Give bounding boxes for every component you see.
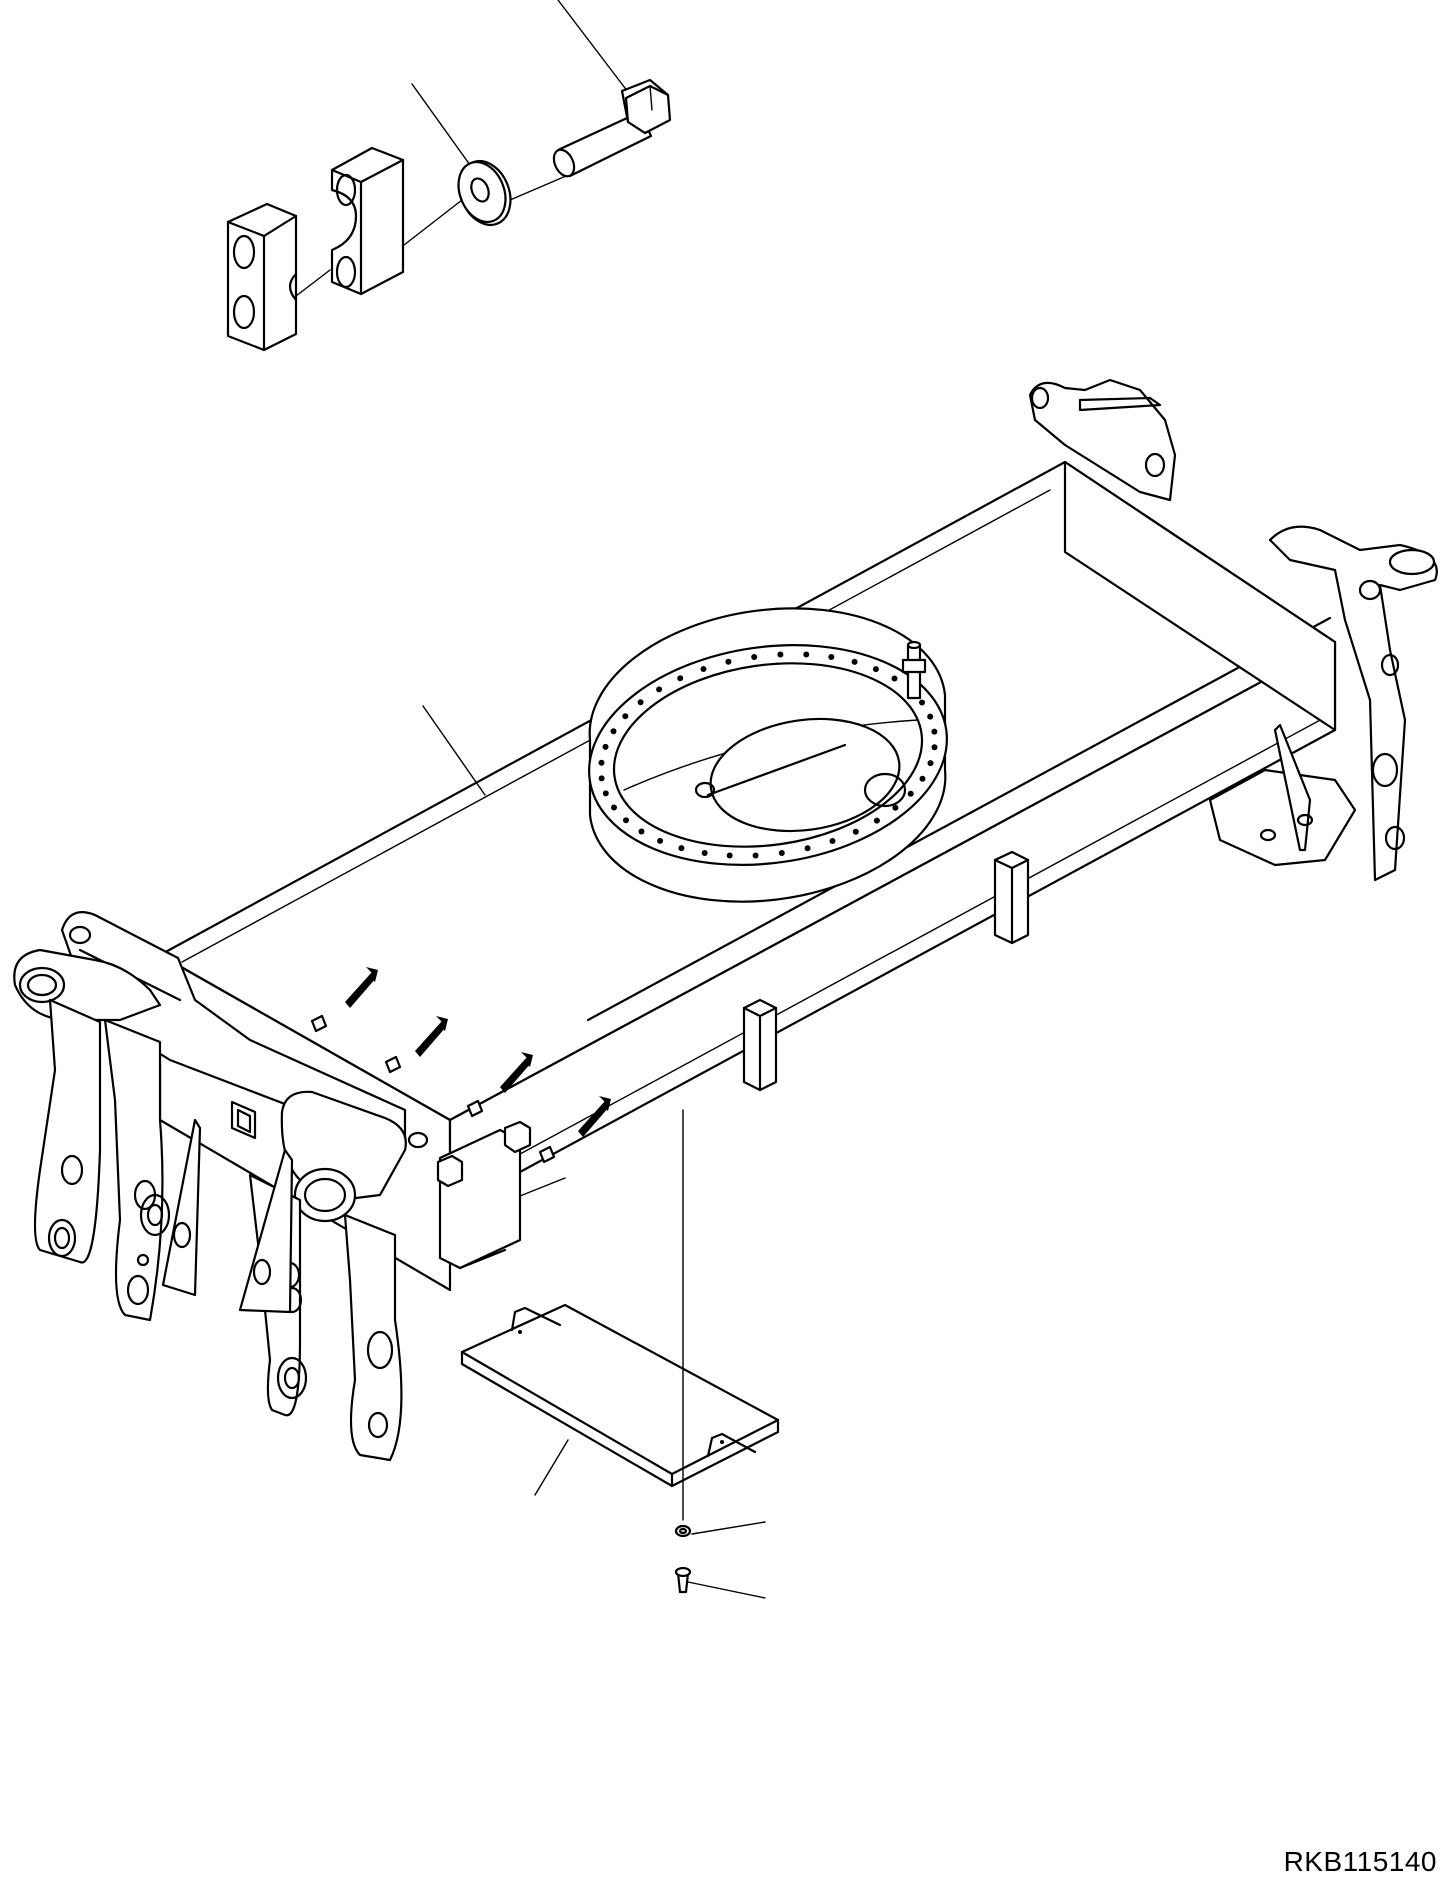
block-rear — [330, 146, 405, 296]
ring-bolt-hole — [907, 790, 914, 797]
ring-bolt-hole — [678, 845, 685, 852]
right-end-gusset — [1208, 723, 1357, 867]
ring-bolt-hole — [778, 850, 785, 856]
ring-bolt-hole — [752, 852, 759, 859]
ring-bolt-hole — [851, 658, 858, 665]
screw — [674, 1566, 692, 1594]
ring-bolt-hole — [829, 838, 836, 844]
washer — [403, 83, 512, 246]
ring-bolt-hole — [701, 850, 708, 856]
ring-bolt-hole — [777, 651, 784, 658]
leader-lines — [422, 705, 766, 1599]
turntable-bolt-holes — [598, 651, 938, 859]
bracket-front-b — [343, 1213, 403, 1462]
ring-bolt-hole — [803, 651, 810, 658]
ring-bolt-hole — [677, 675, 684, 682]
ring-bolt-hole — [931, 728, 938, 735]
bolt — [509, 0, 672, 201]
ring-bolt-hole — [725, 658, 732, 665]
nut — [674, 1524, 692, 1538]
ring-bolt-hole — [602, 743, 609, 750]
pointer-arrows — [345, 967, 611, 1137]
ring-bolt-hole — [919, 699, 925, 706]
ring-bolt-hole — [873, 817, 880, 824]
ring-bolt-hole — [656, 686, 663, 693]
ring-bolt-hole — [927, 713, 934, 720]
ring-bolt-hole — [828, 654, 835, 660]
right-end-bracket-upper — [1028, 378, 1177, 502]
spacer-block-right — [993, 850, 1030, 945]
ring-bolt-hole — [931, 744, 938, 751]
ring-bolt-hole — [622, 713, 629, 720]
locating-pin — [901, 640, 927, 700]
ring-bolt-hole — [611, 804, 617, 811]
ring-bolt-hole — [638, 828, 645, 835]
ring-bolt-hole — [891, 675, 898, 682]
ring-bolt-hole — [927, 760, 934, 767]
gusset-front — [238, 1148, 294, 1314]
spacer-block-center — [742, 998, 778, 1092]
side-mount — [436, 1120, 566, 1270]
turntable-ring — [588, 607, 948, 903]
ring-bolt-hole — [598, 759, 605, 766]
bracket-left-a — [33, 998, 102, 1264]
ring-bolt-hole — [892, 804, 899, 811]
ring-bolt-hole — [657, 837, 664, 844]
ring-bolt-hole — [623, 817, 629, 824]
ring-bolt-hole — [610, 728, 617, 735]
gusset-left — [161, 1118, 202, 1297]
cover-plate — [460, 1303, 780, 1488]
side-plate-square — [230, 1100, 257, 1140]
ring-bolt-hole — [602, 790, 609, 797]
block-front — [226, 202, 331, 352]
ring-bolt-hole — [751, 654, 758, 660]
ring-bolt-hole — [598, 775, 605, 782]
ring-bolt-hole — [637, 699, 644, 706]
bracket-left-b — [103, 1018, 171, 1322]
ring-bolt-hole — [872, 666, 879, 673]
wear-pads — [310, 1014, 556, 1164]
ring-bolt-hole — [919, 775, 926, 782]
right-end-bracket-lower — [1268, 525, 1438, 882]
drawing-code: RKB115140 — [1283, 1846, 1437, 1877]
ring-bolt-hole — [804, 845, 811, 852]
ring-bolt-hole — [700, 666, 707, 672]
ring-bolt-hole — [726, 852, 733, 859]
ring-bolt-hole — [852, 828, 859, 835]
